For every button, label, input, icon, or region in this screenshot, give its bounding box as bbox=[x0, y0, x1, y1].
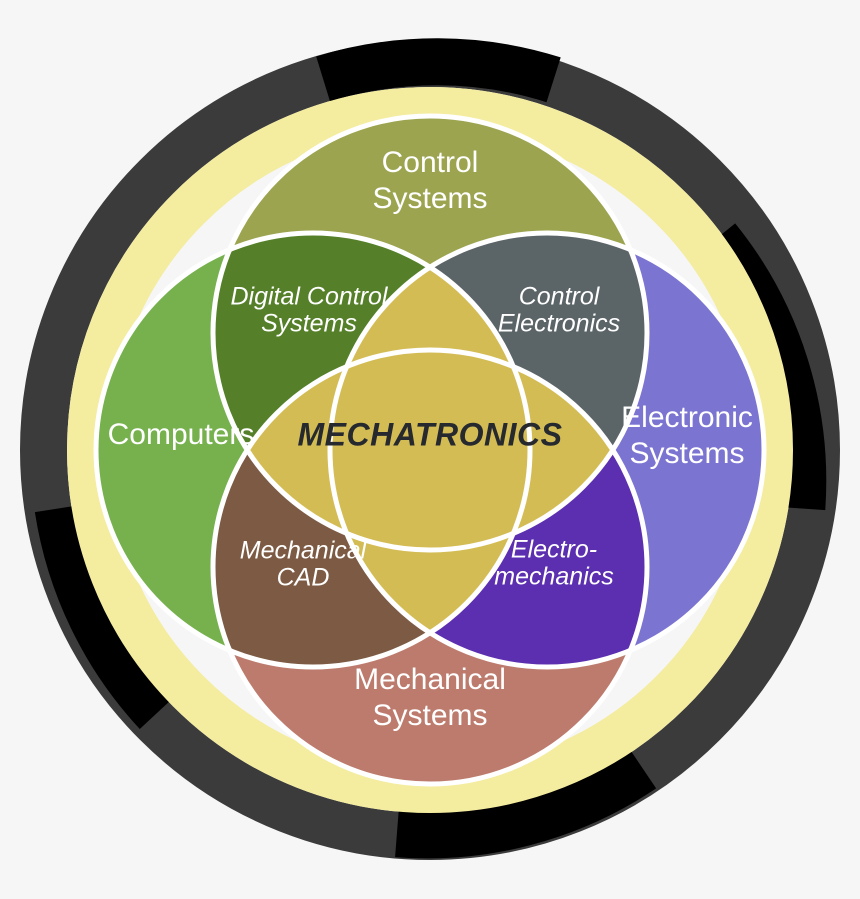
ring-segment-black-left bbox=[34, 504, 175, 729]
label-computers: Computers bbox=[108, 418, 255, 451]
center-fill-top bbox=[330, 233, 530, 550]
label-digital-control-systems-line2: Systems bbox=[261, 310, 357, 338]
labels: Control Systems Computers Electronic Sys… bbox=[108, 146, 753, 732]
label-control-electronics-line2: Electronics bbox=[498, 310, 620, 338]
lobe-outlines bbox=[93, 113, 767, 787]
yellow-ring bbox=[67, 87, 793, 813]
center-fill-bottom bbox=[330, 350, 530, 667]
label-control-systems-line1: Control bbox=[382, 146, 479, 179]
outline-control-systems bbox=[210, 113, 650, 553]
label-electronic-systems-line1: Electronic bbox=[621, 401, 753, 434]
label-control-electronics-line1: Control bbox=[519, 283, 601, 311]
center-fill-petal-right bbox=[330, 350, 647, 550]
center-fill-petal-left bbox=[213, 350, 530, 550]
outline-computers bbox=[93, 230, 533, 670]
center-mechatronics-region[interactable] bbox=[96, 116, 764, 784]
label-electro-mechanics-line1: Electro- bbox=[511, 536, 597, 564]
label-mechanical-systems-line1: Mechanical bbox=[354, 663, 506, 696]
outline-electronic-systems bbox=[327, 230, 767, 670]
label-mechanical-cad-line1: Mechanical bbox=[240, 537, 368, 565]
ring-segment-black-bottom bbox=[395, 749, 657, 859]
ring-segment-black-top bbox=[316, 38, 561, 103]
outline-mechanical-systems bbox=[210, 347, 650, 787]
label-digital-control-systems-line1: Digital Control bbox=[230, 283, 388, 311]
label-mechatronics: MECHATRONICS bbox=[298, 416, 563, 452]
label-electro-mechanics-line2: mechanics bbox=[494, 563, 614, 591]
label-control-systems-line2: Systems bbox=[372, 182, 487, 215]
label-mechanical-systems-line2: Systems bbox=[372, 699, 487, 732]
label-electronic-systems-line2: Systems bbox=[629, 437, 744, 470]
label-mechanical-cad-line2: CAD bbox=[277, 564, 330, 592]
